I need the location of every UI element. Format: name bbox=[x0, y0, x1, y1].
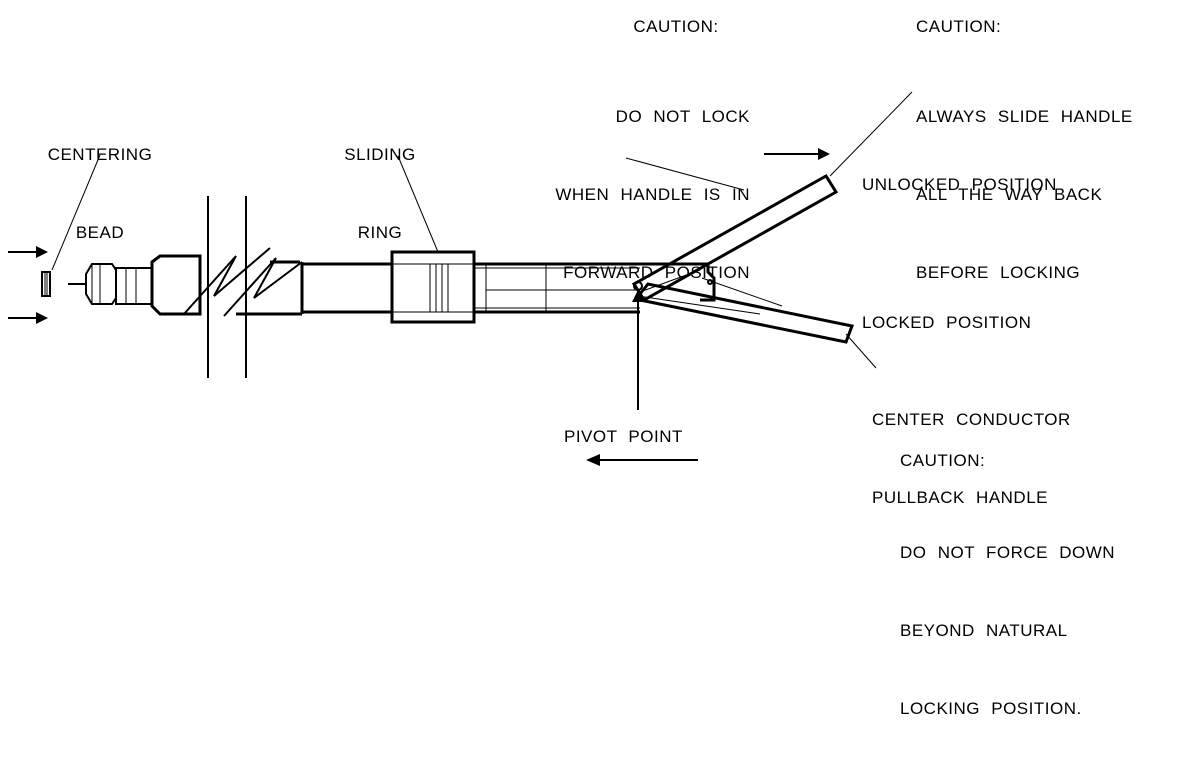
sliding-ring bbox=[390, 250, 476, 324]
caution-bottom-heading: CAUTION: bbox=[900, 451, 986, 470]
centering-bead-leader bbox=[51, 154, 101, 271]
body-middle bbox=[236, 260, 392, 316]
caution-top-right-line-1: ALWAYS SLIDE HANDLE bbox=[916, 107, 1133, 126]
caution-bottom-line-1: DO NOT FORCE DOWN bbox=[900, 543, 1116, 562]
caution-top-right-line-3: BEFORE LOCKING bbox=[916, 263, 1081, 282]
caution-top-right-line-2: ALL THE WAY BACK bbox=[916, 185, 1103, 204]
caution-bottom-line-3: LOCKING POSITION. bbox=[900, 699, 1082, 718]
tool-diagram: CENTERING BEAD SLIDING RING CAUTION: DO … bbox=[8, 17, 1133, 718]
centering-bead-label: CENTERING BEAD bbox=[20, 90, 180, 298]
centering-bead bbox=[41, 271, 51, 297]
pullback-handle-leader bbox=[845, 333, 877, 369]
bottom-direction-arrow bbox=[586, 454, 698, 466]
centering-bead-line-1: CENTERING bbox=[47, 145, 153, 164]
locked-position-label: LOCKED POSITION bbox=[862, 313, 1032, 332]
sliding-ring-line-2: RING bbox=[357, 223, 403, 242]
sliding-ring-leader bbox=[397, 155, 439, 253]
centering-bead-line-2: BEAD bbox=[75, 223, 125, 242]
break-lines bbox=[183, 196, 303, 378]
caution-top-left-line-3: FORWARD POSITION bbox=[563, 263, 750, 282]
caution-top-left-body: DO NOT LOCK WHEN HANDLE IS IN FORWARD PO… bbox=[490, 52, 750, 338]
tool-drawing bbox=[8, 91, 913, 466]
pullback-handle-line-2: PULLBACK HANDLE bbox=[872, 488, 1049, 507]
sliding-ring-label: SLIDING RING bbox=[320, 90, 440, 298]
slide-direction-arrow bbox=[764, 148, 830, 160]
input-arrows bbox=[8, 246, 48, 324]
body-left bbox=[150, 254, 202, 316]
pivot-point-label: PIVOT POINT bbox=[564, 427, 683, 446]
caution-right-leader bbox=[829, 91, 913, 177]
pullback-handle-line-1: CENTER CONDUCTOR bbox=[872, 410, 1071, 429]
caution-top-left-line-1: DO NOT LOCK bbox=[615, 107, 750, 126]
caution-bottom-line-2: BEYOND NATURAL bbox=[900, 621, 1068, 640]
caution-top-right-body: ALWAYS SLIDE HANDLE ALL THE WAY BACK BEF… bbox=[916, 52, 1133, 338]
caution-bottom-body: DO NOT FORCE DOWN BEYOND NATURAL LOCKING… bbox=[900, 488, 1115, 774]
pivot-point-arrow bbox=[632, 290, 644, 410]
unlocked-position-label: UNLOCKED POSITION bbox=[862, 175, 1057, 194]
caution-top-left-heading: CAUTION: bbox=[633, 17, 719, 36]
caution-left-leader bbox=[625, 157, 745, 191]
sliding-ring-line-1: SLIDING bbox=[344, 145, 416, 164]
caution-top-left-line-2: WHEN HANDLE IS IN bbox=[555, 185, 750, 204]
pullback-handle-label: CENTER CONDUCTOR PULLBACK HANDLE bbox=[872, 355, 1071, 563]
caution-top-right-heading: CAUTION: bbox=[916, 17, 1002, 36]
